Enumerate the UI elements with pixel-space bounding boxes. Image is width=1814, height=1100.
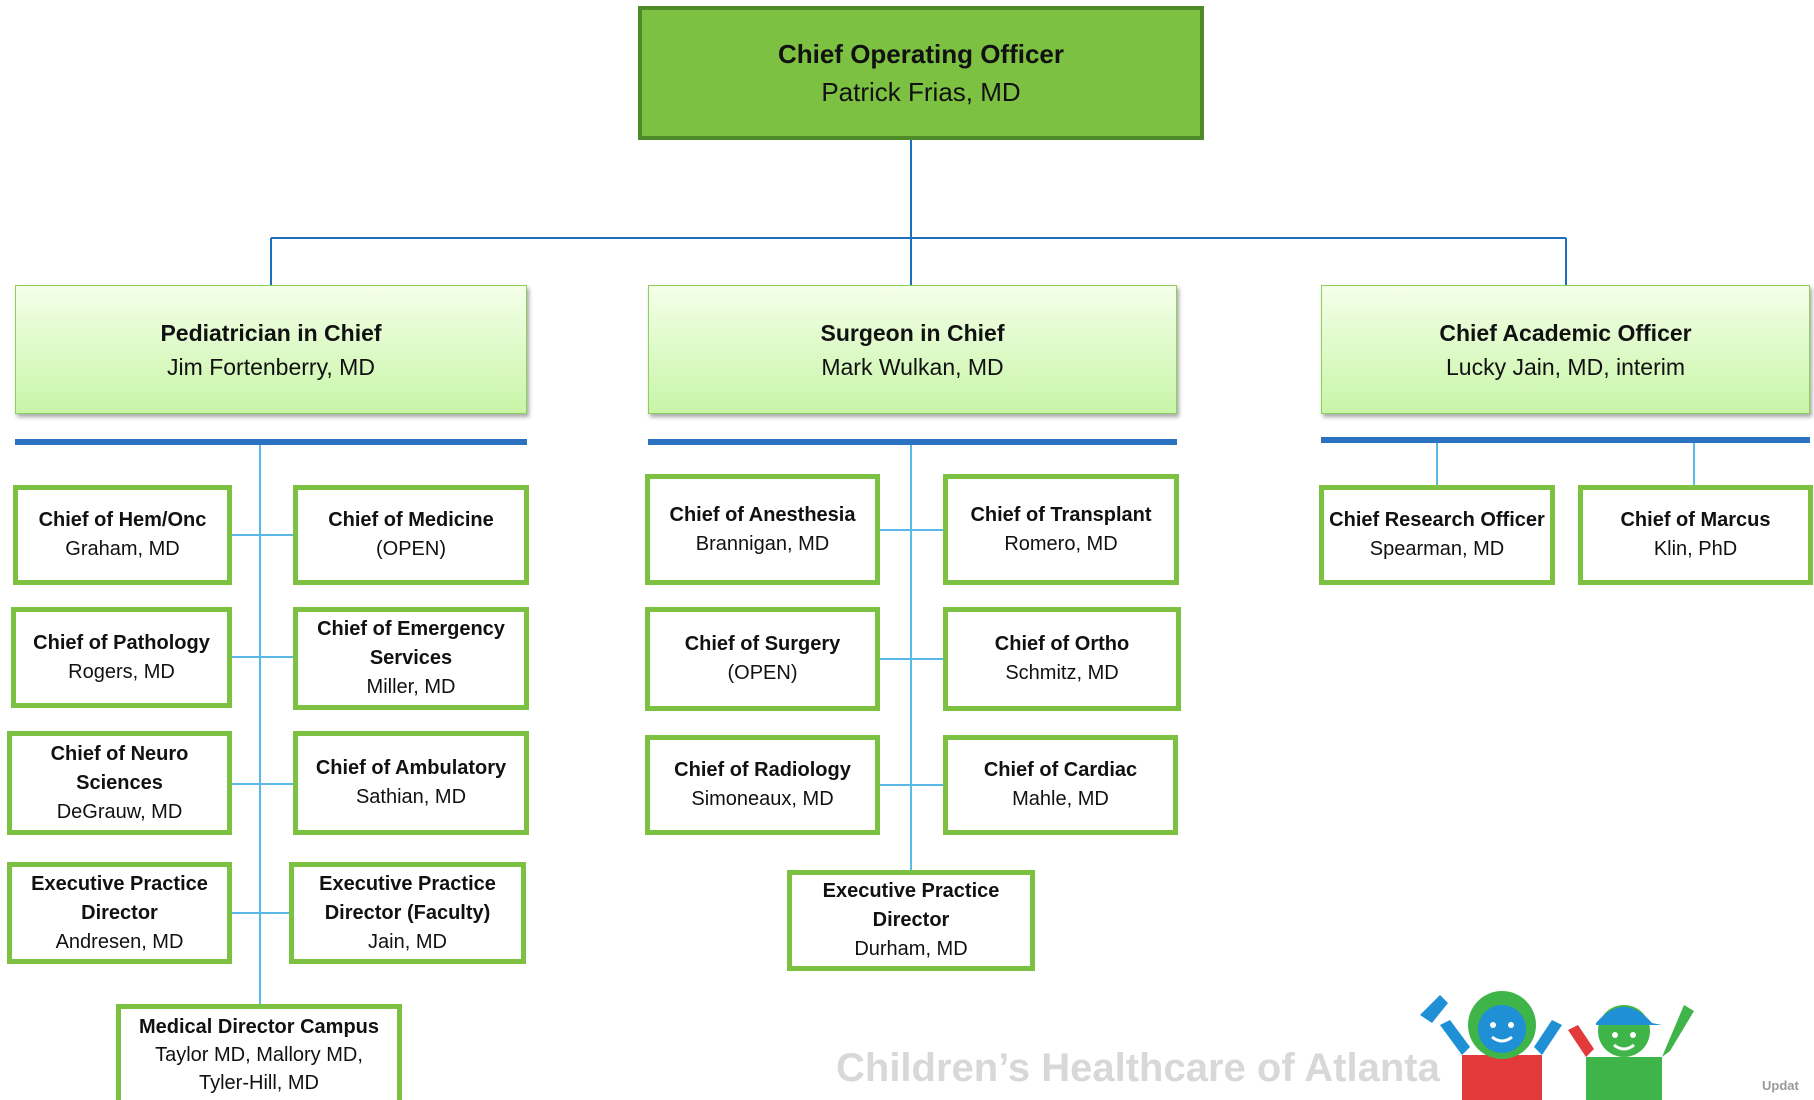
role-title: Chief of Emergency Services xyxy=(317,618,505,669)
executive-practice-director-surgery-box: Executive Practice Director Durham, MD xyxy=(787,870,1035,971)
role-name: (OPEN) xyxy=(727,662,798,684)
role-title: Chief of Pathology xyxy=(33,631,210,654)
role-name: Jain, MD xyxy=(368,930,447,953)
role-title: Chief of Neuro Sciences xyxy=(50,742,189,794)
role-name: Miller, MD xyxy=(366,676,456,698)
role-title: Executive Practice Director (Faculty) xyxy=(319,872,496,924)
role-name: Graham, MD xyxy=(65,538,180,560)
chief-marcus-box: Chief of Marcus Klin, PhD xyxy=(1578,485,1813,585)
chief-academic-officer-box: Chief Academic Officer Lucky Jain, MD, i… xyxy=(1321,285,1810,414)
executive-practice-director-box: Executive Practice Director Andresen, MD xyxy=(7,862,232,964)
role-name: Sathian, MD xyxy=(355,786,467,808)
branch-title: Chief Academic Officer xyxy=(1439,319,1692,346)
role-title: Chief of Surgery xyxy=(684,633,841,655)
updated-label: Updat xyxy=(1762,1078,1799,1093)
chief-surgery-box: Chief of Surgery (OPEN) xyxy=(645,607,880,711)
role-title: Chief of Anesthesia xyxy=(669,503,856,526)
chief-emergency-services-box: Chief of Emergency Services Miller, MD xyxy=(293,607,529,710)
pediatrician-in-chief-box: Pediatrician in Chief Jim Fortenberry, M… xyxy=(15,285,527,414)
branch-title: Pediatrician in Chief xyxy=(160,319,382,346)
chief-ortho-box: Chief of Ortho Schmitz, MD xyxy=(943,607,1181,711)
coo-box: Chief Operating Officer Patrick Frias, M… xyxy=(638,6,1204,140)
medical-director-campus-box: Medical Director Campus Taylor MD, Mallo… xyxy=(116,1004,402,1100)
role-title: Chief of Transplant xyxy=(970,503,1152,526)
branch-name: Jim Fortenberry, MD xyxy=(167,353,375,380)
coo-title: Chief Operating Officer xyxy=(777,39,1065,69)
role-name: Schmitz, MD xyxy=(1005,662,1119,684)
organization-name: Children’s Healthcare of Atlanta xyxy=(836,1046,1440,1090)
role-title: Chief of Marcus xyxy=(1620,509,1771,531)
role-title: Chief Research Officer xyxy=(1329,509,1545,531)
role-title: Chief of Ambulatory xyxy=(315,757,507,779)
role-name: Mahle, MD xyxy=(1012,788,1109,810)
chief-cardiac-box: Chief of Cardiac Mahle, MD xyxy=(943,735,1178,835)
branch-title: Surgeon in Chief xyxy=(820,319,1005,346)
chief-neuro-sciences-box: Chief of Neuro Sciences DeGrauw, MD xyxy=(7,731,232,835)
role-name: Spearman, MD xyxy=(1369,538,1505,560)
chief-research-officer-box: Chief Research Officer Spearman, MD xyxy=(1319,485,1555,585)
role-name: Taylor MD, Mallory MD, Tyler-Hill, MD xyxy=(155,1043,363,1094)
chief-medicine-box: Chief of Medicine (OPEN) xyxy=(293,485,529,585)
childrens-logo-icon xyxy=(1420,991,1694,1100)
chief-radiology-box: Chief of Radiology Simoneaux, MD xyxy=(645,735,880,835)
role-name: Andresen, MD xyxy=(55,930,184,953)
role-title: Executive Practice Director xyxy=(31,872,208,924)
role-name: Rogers, MD xyxy=(68,660,175,683)
role-title: Executive Practice Director xyxy=(822,880,1000,931)
role-title: Chief of Medicine xyxy=(328,509,494,531)
branch-name: Mark Wulkan, MD xyxy=(821,353,1004,380)
role-name: Brannigan, MD xyxy=(695,532,830,555)
chief-anesthesia-box: Chief of Anesthesia Brannigan, MD xyxy=(645,474,880,585)
coo-name: Patrick Frias, MD xyxy=(821,77,1021,107)
surgeon-in-chief-box: Surgeon in Chief Mark Wulkan, MD xyxy=(648,285,1177,414)
role-name: Romero, MD xyxy=(1004,532,1118,555)
role-name: Klin, PhD xyxy=(1653,538,1738,560)
role-title: Chief of Cardiac xyxy=(983,759,1138,781)
role-title: Chief of Ortho xyxy=(994,633,1130,655)
chief-hem-onc-box: Chief of Hem/Onc Graham, MD xyxy=(13,485,232,585)
branch-name: Lucky Jain, MD, interim xyxy=(1445,353,1685,380)
chief-pathology-box: Chief of Pathology Rogers, MD xyxy=(11,607,232,708)
role-title: Chief of Radiology xyxy=(674,759,851,781)
role-name: Simoneaux, MD xyxy=(691,788,834,810)
chief-transplant-box: Chief of Transplant Romero, MD xyxy=(943,474,1179,585)
chief-ambulatory-box: Chief of Ambulatory Sathian, MD xyxy=(293,731,529,835)
role-title: Medical Director Campus xyxy=(138,1015,380,1038)
role-title: Chief of Hem/Onc xyxy=(38,509,207,531)
executive-practice-director-faculty-box: Executive Practice Director (Faculty) Ja… xyxy=(289,862,526,964)
role-name: Durham, MD xyxy=(854,938,968,960)
role-name: DeGrauw, MD xyxy=(56,800,183,823)
role-name: (OPEN) xyxy=(376,538,446,560)
